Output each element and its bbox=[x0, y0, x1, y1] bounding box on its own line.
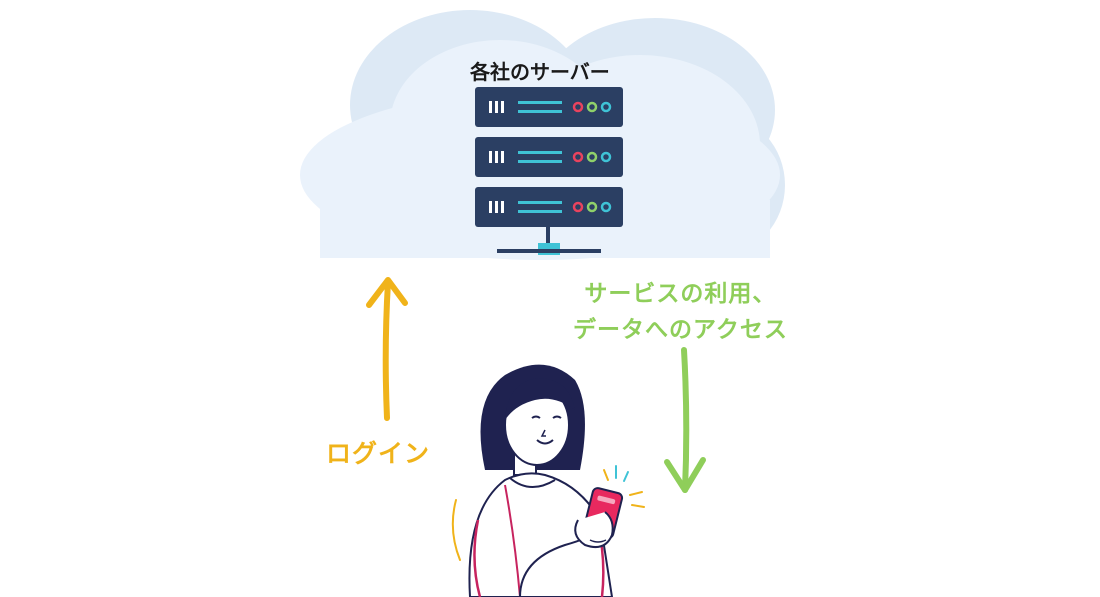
server-unit-icon bbox=[475, 137, 623, 177]
access-arrow-icon bbox=[664, 347, 706, 493]
server-rack-icon bbox=[475, 87, 623, 255]
access-label-line-1: サービスの利用、 bbox=[584, 281, 777, 307]
login-label: ログイン bbox=[326, 439, 431, 468]
access-label-line-2: データへのアクセス bbox=[573, 317, 788, 343]
server-unit-icon bbox=[475, 187, 623, 227]
server-stand-icon bbox=[497, 227, 601, 255]
server-unit-icon bbox=[475, 87, 623, 127]
server-title: 各社のサーバー bbox=[470, 60, 610, 84]
access-label: サービスの利用、 データへのアクセス bbox=[573, 276, 788, 348]
woman-with-phone-icon bbox=[451, 364, 645, 597]
login-arrow-icon bbox=[366, 277, 408, 421]
